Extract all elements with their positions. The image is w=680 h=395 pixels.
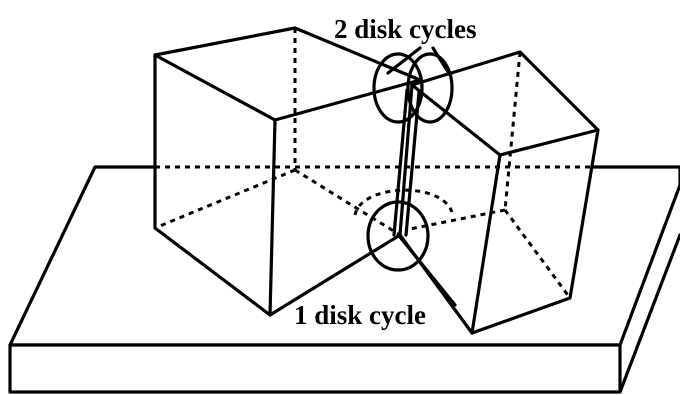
bottom-label-pointer xyxy=(398,235,457,307)
slab-right-edge xyxy=(618,233,680,394)
right-cube-front-vertical-edge xyxy=(470,153,502,335)
top-label: 2 disk cycles xyxy=(334,14,477,44)
left-cube-hidden-right xyxy=(294,168,401,237)
top-label-pointer-right xyxy=(431,46,452,77)
top-label-pointer-left xyxy=(386,46,422,75)
connecting-edge-line-a xyxy=(392,88,409,237)
bottom-label: 1 disk cycle xyxy=(294,300,426,330)
disk-cycle-bottom-hidden-arc xyxy=(353,188,454,216)
slab-front-face xyxy=(8,343,622,394)
left-cube-front-vertical-edge xyxy=(268,118,277,317)
right-cube-hidden-right xyxy=(503,209,572,299)
disk-cycle-top-right xyxy=(406,52,454,124)
right-cube-hidden-vertical xyxy=(503,51,522,211)
right-cube-hidden-left xyxy=(404,208,506,232)
disk-cycle-top-left xyxy=(372,52,424,124)
disk-cycle-bottom xyxy=(366,200,430,272)
right-cube xyxy=(398,50,600,335)
